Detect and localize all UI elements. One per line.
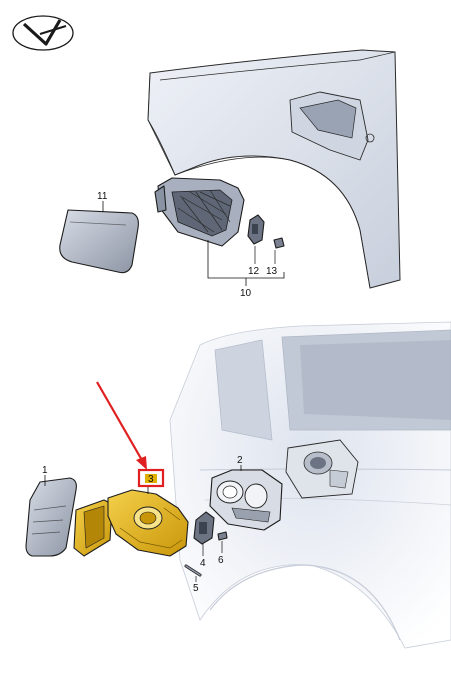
fuel-door-flap-highlighted — [73, 489, 189, 557]
fuel-door-cover — [25, 477, 77, 557]
label-11: 11 — [97, 191, 108, 202]
rod — [184, 564, 202, 577]
label-10: 10 — [240, 288, 252, 299]
red-arrow-indicator — [96, 381, 147, 470]
fuel-door-cover-top — [59, 209, 139, 274]
label-4: 4 — [200, 558, 206, 569]
label-6: 6 — [218, 555, 224, 566]
actuator — [193, 511, 215, 545]
label-5: 5 — [193, 583, 199, 594]
screw — [217, 531, 228, 541]
label-13: 13 — [266, 266, 278, 277]
label-1: 1 — [42, 465, 48, 476]
group-bracket-10 — [207, 240, 285, 286]
fuel-door-housing-top — [154, 177, 245, 247]
fender-panel-top — [147, 49, 401, 289]
fuel-door-housing — [209, 469, 283, 531]
actuator-top — [247, 214, 265, 245]
clip-top — [273, 237, 285, 249]
label-12: 12 — [248, 266, 260, 277]
vehicle-side-panel — [169, 321, 451, 649]
label-2: 2 — [237, 455, 243, 466]
logo-emblem — [12, 15, 74, 51]
label-3: 3 — [148, 474, 154, 485]
label-3-callout: 3 — [137, 468, 165, 488]
